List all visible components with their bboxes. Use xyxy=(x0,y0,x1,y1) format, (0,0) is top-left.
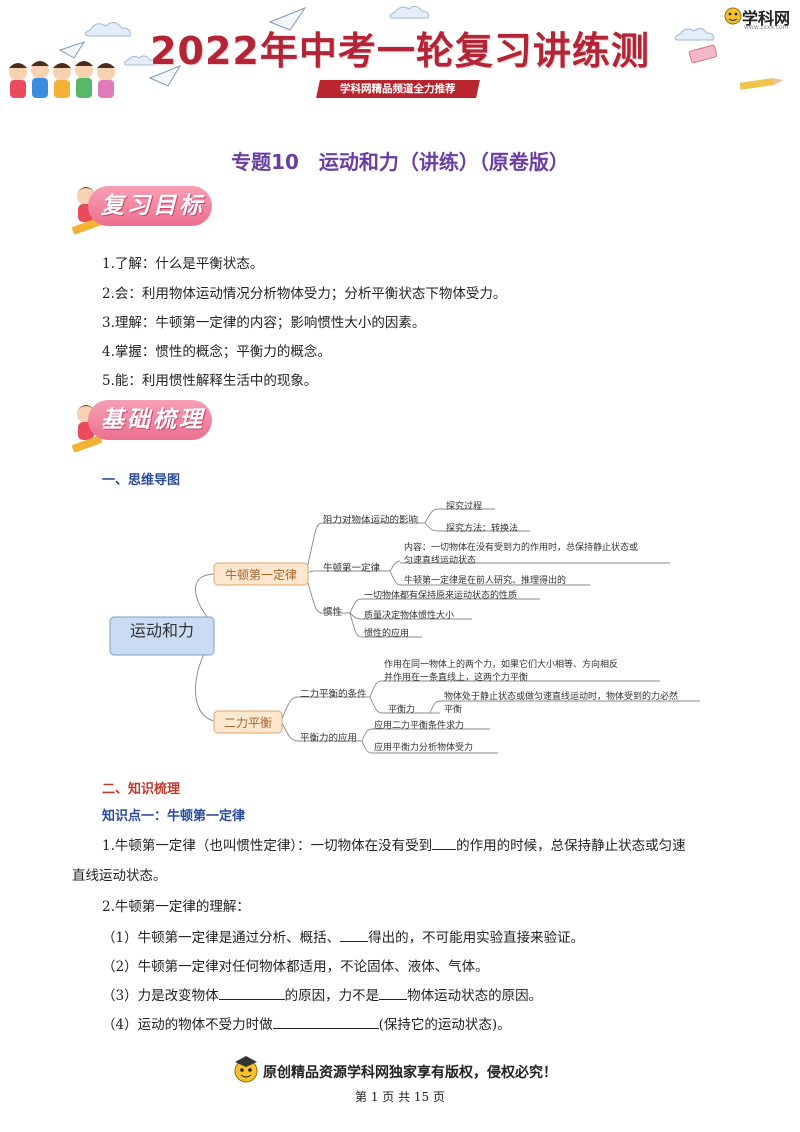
banner-ribbon: 学科网精品频道全力推荐 xyxy=(316,80,480,98)
mindmap-node: 物体处于静止状态或做匀速直线运动时，物体受到的力必然 xyxy=(444,692,679,702)
mindmap-branch-balance: 二力平衡 xyxy=(223,716,272,730)
paragraph-item-4: （4）运动的物体不受力时做(保持它的运动状态)。 xyxy=(102,1017,511,1033)
knowledge-point-title: 知识点一：牛顿第一定律 xyxy=(102,809,246,824)
mindmap-node: 匀速直线运动状态 xyxy=(404,556,477,566)
mindmap-node: 探究方法：转换法 xyxy=(446,524,519,534)
mindmap-node: 平衡力 xyxy=(388,705,416,715)
logo-url: www.zxxk.com xyxy=(744,24,789,31)
goal-item: 3.理解：牛顿第一定律的内容；影响惯性大小的因素。 xyxy=(102,315,426,331)
goal-item: 2.会：利用物体运动情况分析物体受力；分析平衡状态下物体受力。 xyxy=(102,286,507,302)
knowledge-heading: 二、知识梳理 xyxy=(102,782,181,797)
header-banner xyxy=(9,5,784,98)
kids-illustration xyxy=(9,61,115,98)
goal-item: 5.能：利用惯性解释生活中的现象。 xyxy=(102,373,318,389)
paragraph-item-2: （2）牛顿第一定律对任何物体都适用，不论固体、液体、气体。 xyxy=(102,959,489,975)
banner-title: 2022年中考一轮复习讲练测 xyxy=(150,29,650,73)
paragraph-newton-law-cont: 直线运动状态。 xyxy=(72,868,167,884)
section-badge-review-goals xyxy=(88,186,212,226)
mindmap-node: 应用二力平衡条件求力 xyxy=(374,721,465,731)
mindmap-node: 作用在同一物体上的两个力，如果它们大小相等、方向相反 xyxy=(384,660,619,670)
mindmap-node: 牛顿第一定律是在前人研究、推理得出的 xyxy=(404,576,567,586)
mindmap-node: 惯性的应用 xyxy=(364,629,410,639)
logo-icon xyxy=(724,7,742,25)
mascot-icon xyxy=(234,1056,258,1083)
mindmap-node: 应用平衡力分析物体受力 xyxy=(374,743,474,753)
mindmap-node: 一切物体都有保持原来运动状态的性质 xyxy=(364,591,518,601)
paragraph-item-1: （1）牛顿第一定律是通过分析、概括、得出的，不可能用实验直接来验证。 xyxy=(102,930,585,946)
mindmap-branch-newton: 牛顿第一定律 xyxy=(224,568,297,582)
mindmap-node: 质量决定物体惯性大小 xyxy=(364,611,455,621)
paragraph-newton-law: 1.牛顿第一定律（也叫惯性定律）：一切物体在没有受到的作用的时候，总保持静止状态… xyxy=(102,838,686,854)
logo-text: 学科网 xyxy=(742,9,791,28)
mindmap-node: 平衡 xyxy=(444,705,463,715)
mindmap-node: 探究过程 xyxy=(446,502,483,512)
mindmap-heading: 一、思维导图 xyxy=(102,473,181,488)
section-badge-basics xyxy=(88,400,212,440)
mindmap-node: 并作用在一条直线上，这两个力平衡 xyxy=(384,673,529,683)
mindmap-node: 平衡力的应用 xyxy=(300,733,358,744)
goal-item: 1.了解：什么是平衡状态。 xyxy=(102,256,264,272)
mindmap-node: 牛顿第一定律 xyxy=(323,563,381,574)
page-title: 专题10 运动和力（讲练）（原卷版） xyxy=(231,150,569,174)
mindmap-node: 惯性 xyxy=(323,607,343,618)
paragraph-understanding: 2.牛顿第一定律的理解： xyxy=(102,899,250,915)
page-number: 第 1 页 共 15 页 xyxy=(355,1090,445,1104)
paragraph-item-3: （3）力是改变物体的原因，力不是物体运动状态的原因。 xyxy=(102,988,543,1004)
copyright-notice: 原创精品资源学科网独家享有版权，侵权必究！ xyxy=(263,1065,557,1081)
mindmap-root: 运动和力 xyxy=(129,621,194,640)
mind-map xyxy=(109,508,700,754)
goal-item: 4.掌握：惯性的概念；平衡力的概念。 xyxy=(102,344,331,360)
mindmap-node: 二力平衡的条件 xyxy=(300,689,367,700)
mindmap-node: 阻力对物体运动的影响 xyxy=(323,515,419,526)
section-badge-review-goals-label: 复习目标 xyxy=(101,193,205,219)
section-badge-basics-label: 基础梳理 xyxy=(101,407,205,433)
mindmap-node: 内容：一切物体在没有受到力的作用时，总保持静止状态或 xyxy=(404,543,639,553)
